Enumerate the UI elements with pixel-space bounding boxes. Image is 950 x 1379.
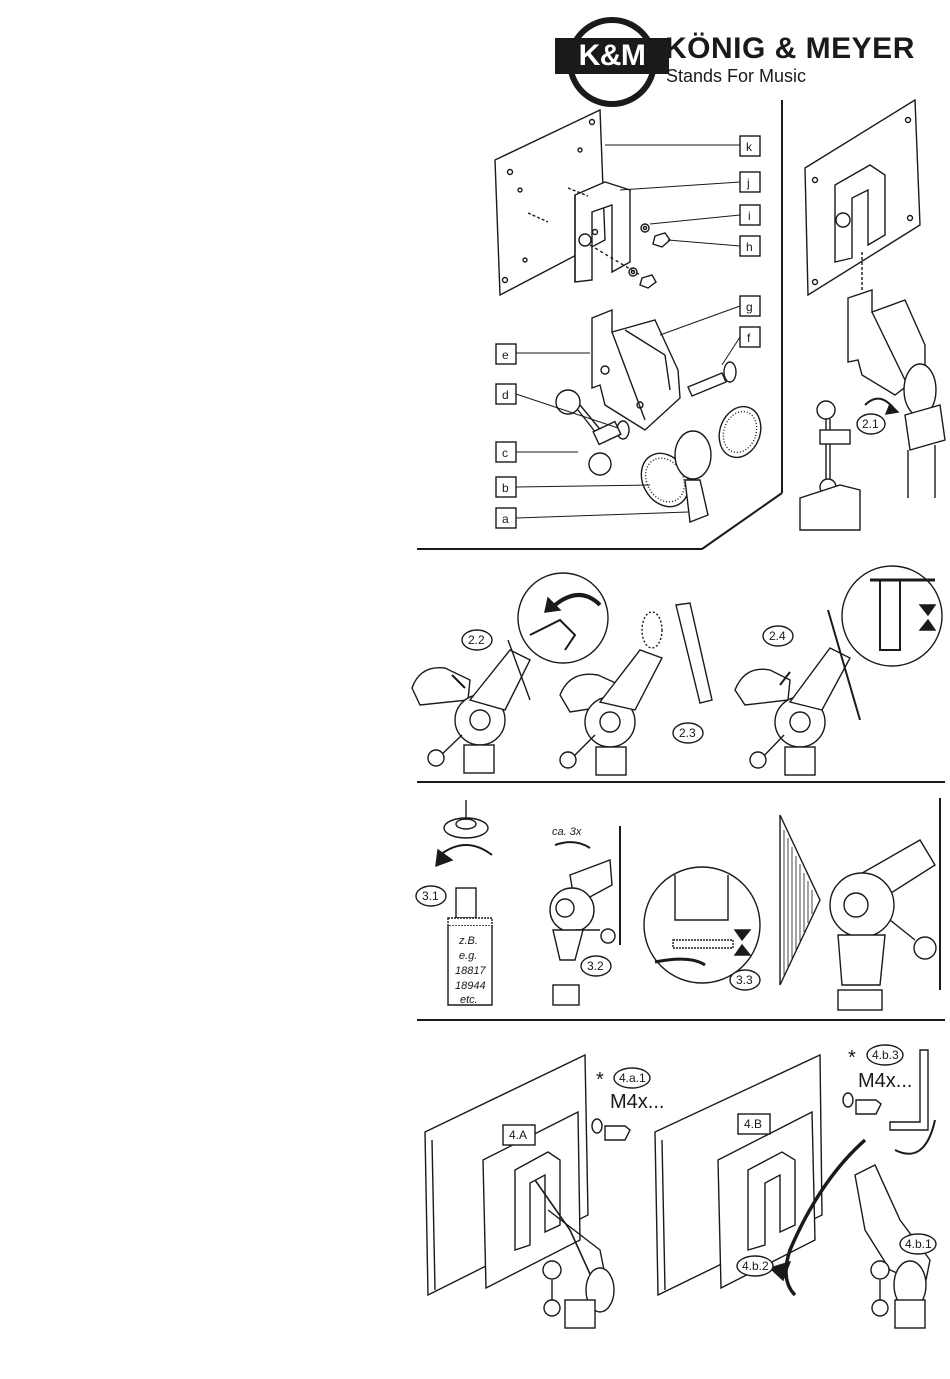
step-4-b-3: 4.b.3	[872, 1048, 899, 1062]
step-4-b-1: 4.b.1	[905, 1237, 932, 1251]
part-label-i: i	[748, 209, 751, 223]
step-2-3: 2.3	[679, 726, 696, 740]
part-label-k: k	[746, 140, 753, 154]
step-2-4: 2.4	[769, 629, 786, 643]
panel-exploded-parts	[495, 100, 782, 549]
part-label-e: e	[502, 348, 509, 362]
part-label-b: b	[502, 481, 509, 495]
step-4-a-1: 4.a.1	[619, 1071, 646, 1085]
part-label-d: d	[502, 388, 509, 402]
part-label-h: h	[746, 240, 753, 254]
step-2-1: 2.1	[862, 417, 879, 431]
panel-steps-3	[436, 798, 940, 1010]
example-line-5: etc.	[460, 994, 478, 1006]
step-2-2: 2.2	[468, 633, 485, 647]
screw-size-a: M4x...	[610, 1091, 664, 1113]
screw-size-b: M4x...	[858, 1070, 912, 1092]
part-label-j: j	[746, 176, 750, 190]
turns-note: ca. 3x	[552, 826, 582, 838]
step-4-b-2: 4.b.2	[742, 1259, 769, 1273]
example-line-3: 18817	[455, 965, 486, 977]
step-3-1: 3.1	[422, 889, 439, 903]
example-line-1: z.B.	[458, 935, 478, 947]
panel-steps-2	[412, 566, 942, 775]
part-label-g: g	[746, 300, 753, 314]
asterisk-b: *	[848, 1047, 856, 1069]
step-3-2: 3.2	[587, 959, 604, 973]
step-4-B: 4.B	[744, 1117, 762, 1131]
part-label-a: a	[502, 512, 509, 526]
step-3-3: 3.3	[736, 973, 753, 987]
part-label-c: c	[502, 446, 508, 460]
asterisk-a: *	[596, 1069, 604, 1091]
example-line-2: e.g.	[459, 950, 477, 962]
example-line-4: 18944	[455, 980, 486, 992]
panel-assembled	[800, 100, 945, 530]
step-4-A: 4.A	[509, 1128, 527, 1142]
